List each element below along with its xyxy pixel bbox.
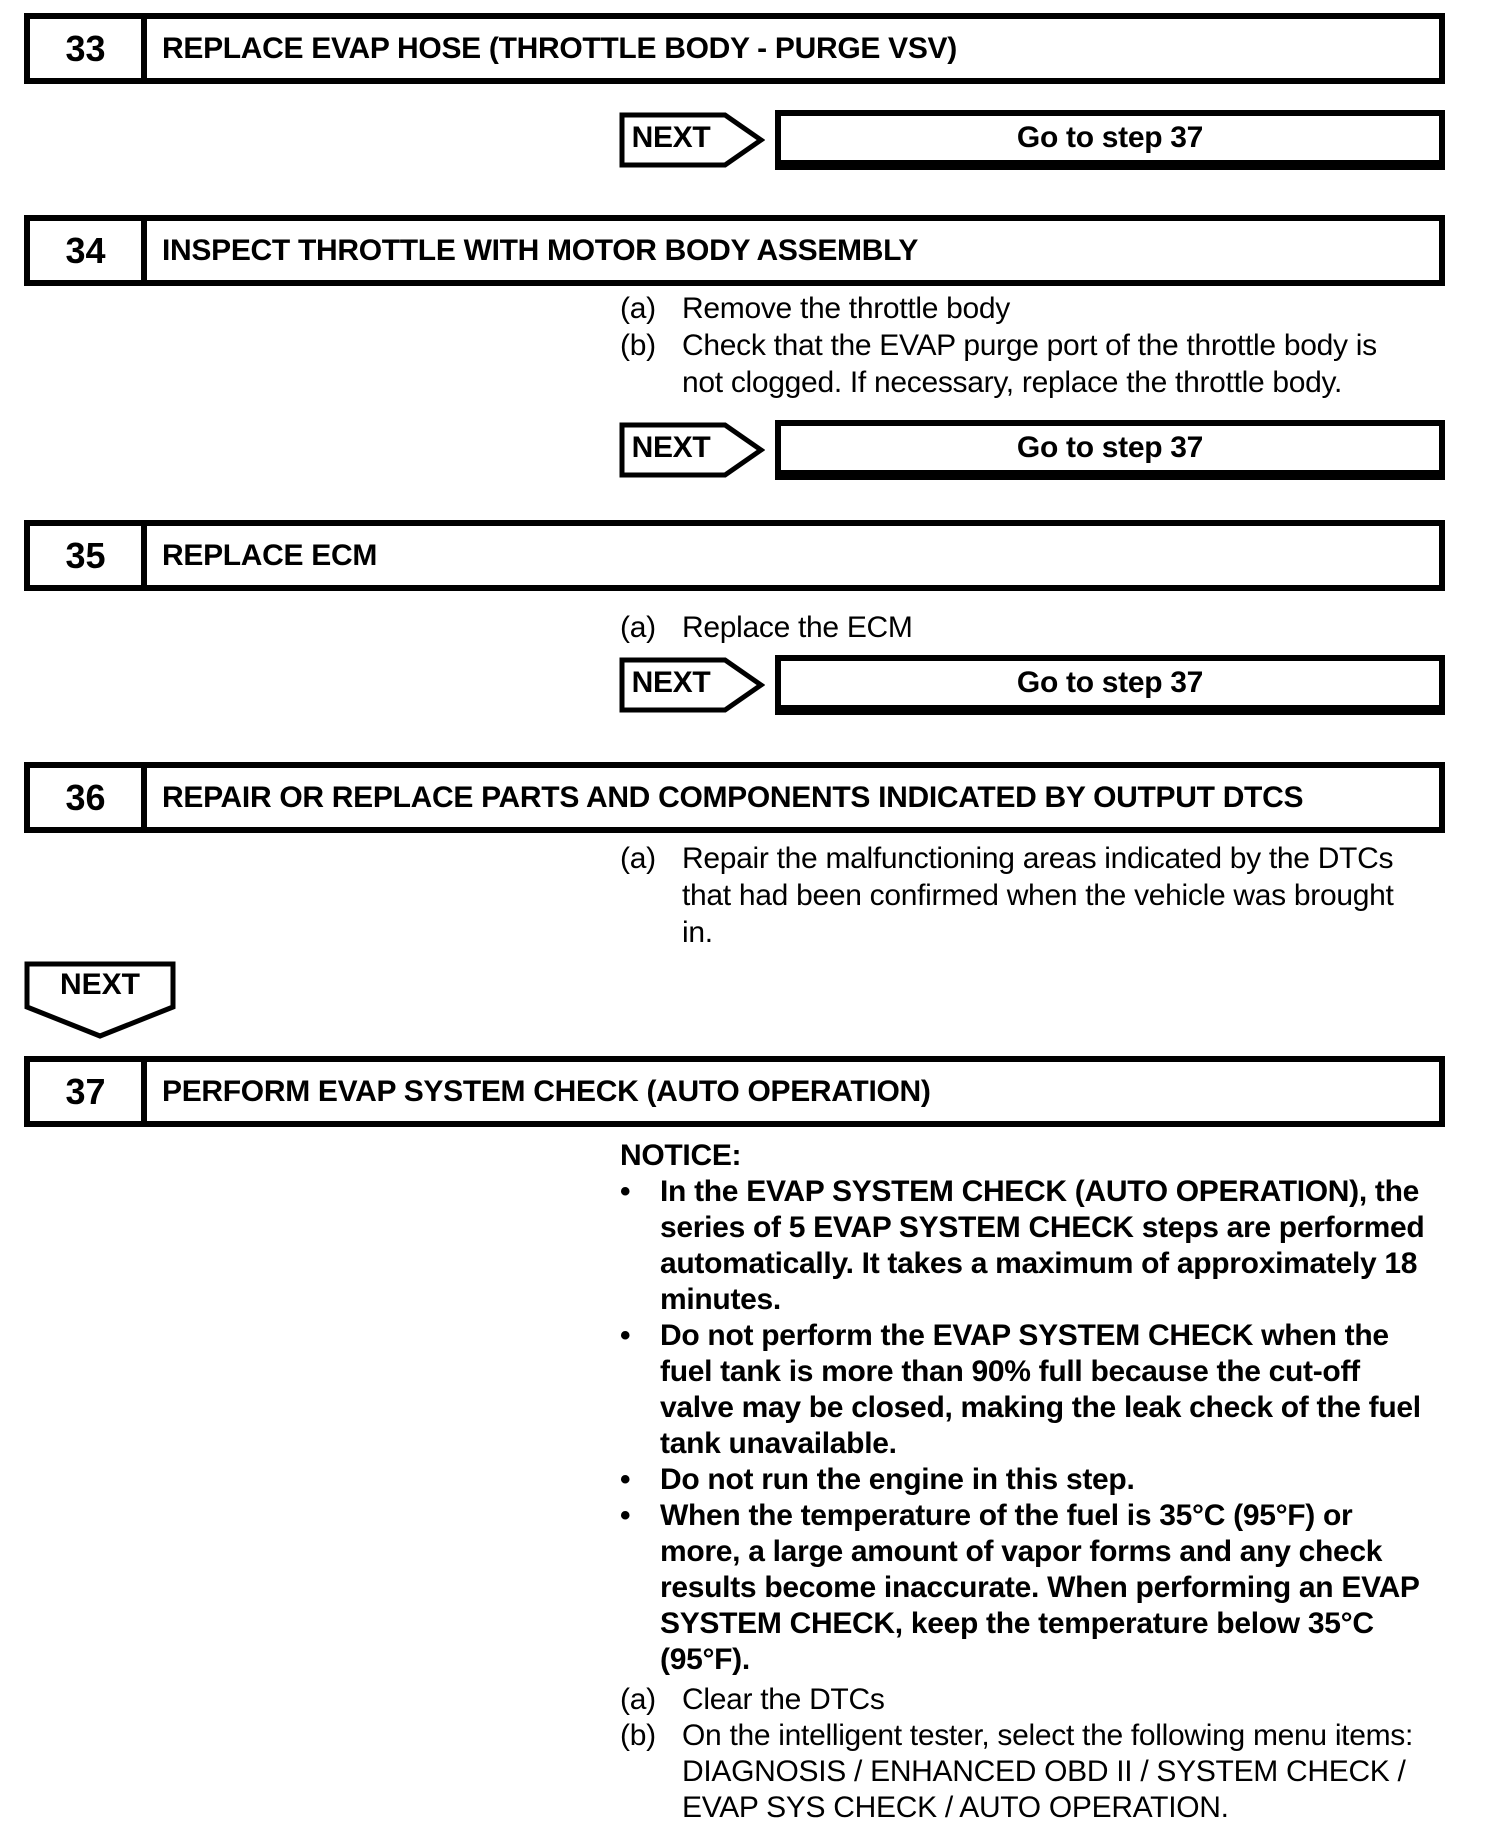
- step-35-header: 35 REPLACE ECM: [24, 520, 1445, 591]
- notice-bullet-text: Do not run the engine in this step.: [660, 1463, 1135, 1496]
- notice-heading: NOTICE:: [620, 1139, 742, 1172]
- step-35-substeps: (a) Replace the ECM: [620, 609, 913, 646]
- substep-label: (a): [620, 1683, 656, 1716]
- step-number: 36: [30, 768, 147, 827]
- substep-item: (a) Clear the DTCs: [620, 1682, 1413, 1718]
- notice-bullet: • Do not perform the EVAP SYSTEM CHECK w…: [620, 1318, 1424, 1462]
- substep-item: (b) Check that the EVAP purge port of th…: [620, 327, 1377, 401]
- substep-label: (b): [620, 329, 656, 362]
- next-arrow-right-icon: [619, 422, 765, 478]
- bullet-dot-icon: •: [620, 1463, 631, 1496]
- step-number: 33: [30, 19, 147, 78]
- step-number: 37: [30, 1062, 147, 1121]
- notice-block: NOTICE: • In the EVAP SYSTEM CHECK (AUTO…: [620, 1138, 1425, 1678]
- next-connector: NEXT: [619, 422, 765, 478]
- goto-result-text: Go to step 37: [1016, 431, 1204, 464]
- notice-bullet: • Do not run the engine in this step.: [620, 1462, 1424, 1498]
- notice-bullet-text: When the temperature of the fuel is 35°C…: [660, 1499, 1420, 1676]
- step-37-header: 37 PERFORM EVAP SYSTEM CHECK (AUTO OPERA…: [24, 1056, 1445, 1127]
- substep-label: (b): [620, 1719, 656, 1752]
- step-number: 34: [30, 221, 147, 280]
- step-title: REPLACE EVAP HOSE (THROTTLE BODY - PURGE…: [162, 31, 957, 65]
- notice-bullet-text: In the EVAP SYSTEM CHECK (AUTO OPERATION…: [660, 1175, 1425, 1316]
- step-number: 35: [30, 526, 147, 585]
- goto-result-box: Go to step 37: [775, 110, 1445, 170]
- next-arrow-down-icon: [24, 961, 176, 1039]
- goto-result-text: Go to step 37: [1016, 666, 1204, 699]
- step-title: PERFORM EVAP SYSTEM CHECK (AUTO OPERATIO…: [162, 1074, 931, 1108]
- step-34-header: 34 INSPECT THROTTLE WITH MOTOR BODY ASSE…: [24, 215, 1445, 286]
- bullet-dot-icon: •: [620, 1319, 631, 1352]
- step-title: INSPECT THROTTLE WITH MOTOR BODY ASSEMBL…: [162, 233, 919, 267]
- notice-bullet-text: Do not perform the EVAP SYSTEM CHECK whe…: [660, 1319, 1421, 1460]
- substep-label: (a): [620, 611, 656, 644]
- next-label: NEXT: [59, 968, 140, 1001]
- substep-label: (a): [620, 292, 656, 325]
- goto-result-text: Go to step 37: [1016, 121, 1204, 154]
- next-label: NEXT: [631, 121, 711, 154]
- substep-label: (a): [620, 842, 656, 875]
- substep-text: Repair the malfunctioning areas indicate…: [682, 842, 1394, 949]
- next-connector: NEXT: [619, 657, 765, 713]
- bullet-dot-icon: •: [620, 1499, 631, 1532]
- substep-text: Remove the throttle body: [682, 292, 1010, 325]
- step-36-substeps: (a) Repair the malfunctioning areas indi…: [620, 840, 1394, 951]
- substep-item: (a) Repair the malfunctioning areas indi…: [620, 840, 1394, 951]
- next-label: NEXT: [631, 431, 711, 464]
- substep-item: (b) On the intelligent tester, select th…: [620, 1718, 1413, 1826]
- next-arrow-right-icon: [619, 657, 765, 713]
- step-33-header: 33 REPLACE EVAP HOSE (THROTTLE BODY - PU…: [24, 13, 1445, 84]
- notice-bullet: • In the EVAP SYSTEM CHECK (AUTO OPERATI…: [620, 1174, 1425, 1318]
- next-arrow-right-icon: [619, 112, 765, 168]
- substep-item: (a) Replace the ECM: [620, 609, 913, 646]
- next-connector: NEXT: [619, 112, 765, 168]
- next-label: NEXT: [631, 666, 711, 699]
- substep-text: Replace the ECM: [682, 611, 913, 644]
- step-title: REPLACE ECM: [162, 538, 378, 572]
- bullet-dot-icon: •: [620, 1175, 631, 1208]
- next-connector-down: NEXT: [24, 961, 176, 1057]
- step-34-substeps: (a) Remove the throttle body (b) Check t…: [620, 290, 1377, 401]
- step-title: REPAIR OR REPLACE PARTS AND COMPONENTS I…: [162, 780, 1304, 814]
- substep-text: On the intelligent tester, select the fo…: [682, 1719, 1414, 1824]
- goto-result-box: Go to step 37: [775, 420, 1445, 480]
- substep-item: (a) Remove the throttle body: [620, 290, 1377, 327]
- substep-text: Clear the DTCs: [682, 1683, 885, 1716]
- substep-text: Check that the EVAP purge port of the th…: [682, 329, 1377, 399]
- notice-bullet: • When the temperature of the fuel is 35…: [620, 1498, 1424, 1678]
- goto-result-box: Go to step 37: [775, 655, 1445, 715]
- step-36-header: 36 REPAIR OR REPLACE PARTS AND COMPONENT…: [24, 762, 1445, 833]
- step-37-substeps: (a) Clear the DTCs (b) On the intelligen…: [620, 1682, 1413, 1826]
